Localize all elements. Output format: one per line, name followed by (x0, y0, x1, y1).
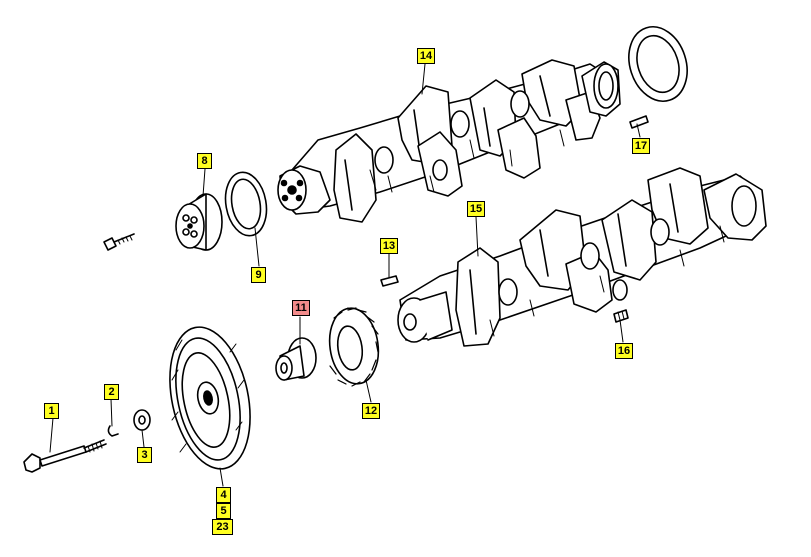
pin-drawing (629, 115, 649, 129)
thrust-washer-drawing (628, 26, 688, 102)
pulley-drawing (169, 326, 251, 470)
small-bolt-drawing (103, 233, 135, 251)
callout-12[interactable]: 12 (362, 403, 380, 419)
washer-drawing (133, 409, 151, 431)
callout-23[interactable]: 23 (212, 519, 233, 535)
callout-9[interactable]: 9 (251, 267, 266, 283)
callout-16[interactable]: 16 (615, 343, 633, 359)
crankshaft-lower-drawing (397, 167, 767, 347)
woodruff-key-drawing (107, 425, 119, 437)
callout-17[interactable]: 17 (632, 138, 650, 154)
pulley-bolt-drawing (23, 439, 107, 473)
callout-1[interactable]: 1 (44, 403, 59, 419)
callout-5[interactable]: 5 (216, 503, 231, 519)
callout-14[interactable]: 14 (417, 48, 435, 64)
timing-gear-drawing (328, 307, 380, 387)
callout-3[interactable]: 3 (137, 447, 152, 463)
callout-4[interactable]: 4 (216, 487, 231, 503)
rear-hub-flange-drawing (175, 193, 223, 251)
front-hub-drawing (275, 337, 317, 381)
callout-2[interactable]: 2 (104, 384, 119, 400)
leader-lines (49, 63, 641, 487)
callout-15[interactable]: 15 (467, 201, 485, 217)
crankshaft-upper-drawing (277, 59, 621, 223)
callout-11[interactable]: 11 (292, 300, 310, 316)
seal-ring-drawing (224, 171, 268, 237)
dowel-pin-drawing (380, 275, 399, 287)
callout-8[interactable]: 8 (197, 153, 212, 169)
callout-13[interactable]: 13 (380, 238, 398, 254)
plug-drawing (613, 309, 629, 323)
